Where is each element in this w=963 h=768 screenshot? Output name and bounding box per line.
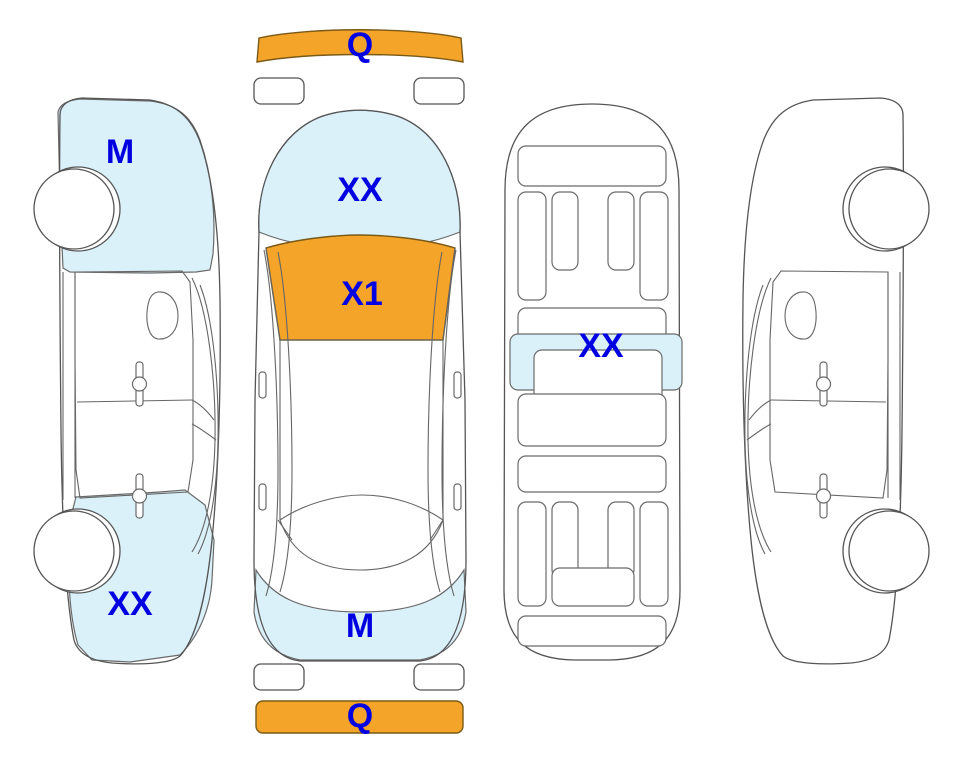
right-window-band-inner — [744, 284, 766, 555]
left-car-body-outline — [58, 97, 221, 665]
left-door-split-2 — [191, 423, 217, 441]
panel-interior-view[interactable]: XX — [503, 103, 683, 661]
label-interior-mid-row: XX — [578, 327, 624, 365]
left-door-split — [76, 399, 193, 403]
top-front-left-plate — [253, 77, 305, 105]
panel-left-side-view[interactable]: M XX — [33, 97, 221, 665]
top-right-door-band — [441, 249, 457, 597]
right-front-door-handle — [815, 361, 832, 407]
top-left-door-band-2 — [277, 251, 293, 593]
right-rear-wheel — [842, 508, 930, 594]
top-right-door-band-2 — [427, 251, 443, 593]
top-rear-right-plate — [413, 663, 465, 691]
label-top-hood: XX — [337, 171, 383, 209]
left-mirror — [146, 291, 179, 340]
interior-row1-bar[interactable] — [517, 145, 667, 187]
right-rear-door-handle — [815, 473, 832, 519]
top-rear-bumper[interactable] — [255, 700, 464, 734]
top-front-bumper[interactable] — [256, 29, 464, 63]
label-top-trunk: M — [346, 607, 374, 645]
right-front-wheel — [842, 166, 930, 252]
right-door-split-lower — [748, 399, 772, 421]
left-window-band-inner — [197, 284, 219, 555]
interior-row5-bar[interactable] — [517, 455, 667, 493]
label-top-windshield: X1 — [341, 275, 383, 313]
interior-row6-seat-4[interactable] — [639, 501, 669, 607]
interior-row6-seat-3[interactable] — [607, 501, 635, 579]
top-rear-left-plate — [253, 663, 305, 691]
top-front-right-plate — [413, 77, 465, 105]
interior-row6-seat-1[interactable] — [517, 501, 547, 607]
interior-row6-seat-2[interactable] — [551, 501, 579, 579]
label-top-rear-bumper: Q — [347, 697, 373, 735]
top-cabin-box — [279, 339, 444, 571]
left-front-wheel — [33, 166, 121, 252]
right-door-split-2 — [746, 423, 772, 441]
left-front-door-handle — [131, 361, 148, 407]
interior-row4-bar[interactable] — [517, 393, 667, 447]
interior-row2-seat-2[interactable] — [551, 191, 579, 271]
interior-row8-bar[interactable] — [517, 615, 667, 647]
top-rear-right-fold — [429, 519, 444, 541]
left-rear-wheel — [33, 508, 121, 594]
label-left-front-quarter: M — [106, 133, 134, 171]
right-door-split — [770, 399, 887, 403]
interior-row7-bar[interactable] — [551, 567, 635, 607]
top-windshield-highlight[interactable] — [265, 234, 456, 341]
top-front-right-fold — [442, 247, 456, 341]
top-left-door-band — [263, 249, 279, 597]
top-car-outline — [253, 109, 467, 662]
right-mirror — [784, 291, 817, 340]
label-top-front-bumper: Q — [347, 26, 373, 64]
interior-row2-seat-4[interactable] — [639, 191, 669, 301]
left-rear-door-handle — [131, 473, 148, 519]
panel-right-side-view[interactable] — [742, 97, 930, 665]
top-rear-glass-line — [279, 494, 444, 521]
label-left-rear-quarter: XX — [107, 585, 153, 623]
interior-row2-seat-3[interactable] — [607, 191, 635, 271]
top-rear-left-fold — [277, 519, 293, 541]
panel-top-view[interactable]: Q XX X1 M Q — [253, 26, 467, 735]
top-left-mirror — [258, 371, 267, 511]
top-front-left-fold — [265, 247, 281, 341]
left-door-split-lower — [191, 399, 215, 421]
interior-row2-seat-1[interactable] — [517, 191, 547, 301]
top-right-mirror — [453, 371, 462, 511]
